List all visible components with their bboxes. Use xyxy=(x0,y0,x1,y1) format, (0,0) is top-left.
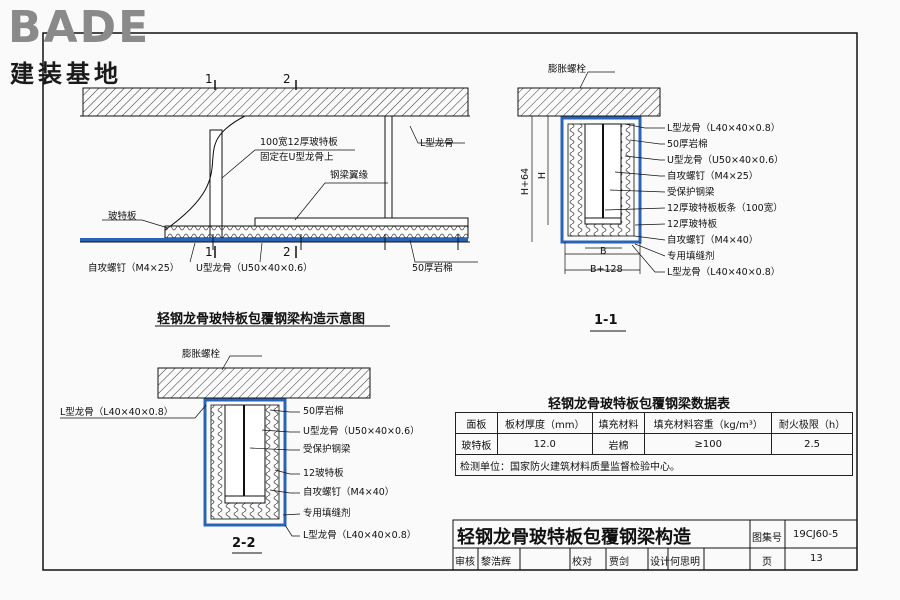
caption-section-1: 1-1 xyxy=(594,313,618,328)
table-header-row: 面板 板材厚度（mm） 填充材料 填充材料容重（kg/m³） 耐火极限（h） xyxy=(455,412,853,434)
section-1-1-drawing xyxy=(517,71,666,332)
table-cell: 12.0 xyxy=(496,433,593,455)
s1-label-0: L型龙骨（L40×40×0.8） xyxy=(667,123,781,134)
table-row: 玻特板 12.0 岩棉 ≥100 2.5 xyxy=(455,433,853,455)
caption-section-2: 2-2 xyxy=(232,536,256,551)
table-note: 检测单位：国家防火建筑材料质量监督检验中心。 xyxy=(455,454,853,476)
s1-label-1: 50厚岩棉 xyxy=(667,139,708,150)
s1-label-6: 12厚玻特板 xyxy=(667,219,718,230)
table-cell: 玻特板 xyxy=(455,433,498,455)
section-mark-1-top: 1 xyxy=(205,72,213,86)
s2-label-6: L型龙骨（L40×40×0.8） xyxy=(303,530,417,541)
label-board-fixed: 100宽12厚玻特板 xyxy=(260,137,338,148)
header-cell: 填充材料 xyxy=(591,412,646,434)
label-screw: 自攻螺钉（M4×25） xyxy=(88,263,180,274)
s1-label-4: 受保护钢梁 xyxy=(667,187,715,198)
beam-flange xyxy=(254,217,469,227)
label-fixed-on-u: 固定在U型龙骨上 xyxy=(260,152,334,163)
concrete-slab-top xyxy=(82,87,469,117)
header-cell: 板材厚度（mm） xyxy=(496,412,593,434)
s2-label-1: U型龙骨（U50×40×0.6） xyxy=(303,426,420,437)
atlas-number: 19CJ60-5 xyxy=(793,529,839,540)
concrete-slab-2 xyxy=(157,367,371,399)
page-label: 页 xyxy=(762,557,772,568)
table-note-row: 检测单位：国家防火建筑材料质量监督检验中心。 xyxy=(455,454,853,476)
checker-name: 贾剑 xyxy=(609,557,629,568)
concrete-slab-1 xyxy=(517,87,661,117)
page-number: 13 xyxy=(810,553,823,564)
s1-label-7: 自攻螺钉（M4×40） xyxy=(667,235,759,246)
logo-brand: BADE xyxy=(8,2,151,53)
header-cell: 填充材料容重（kg/m³） xyxy=(644,412,773,434)
label-anchor-1: 膨胀螺栓 xyxy=(548,64,587,75)
s2-label-0: 50厚岩棉 xyxy=(303,406,344,417)
label-board: 玻特板 xyxy=(108,211,137,222)
dim-b: B xyxy=(600,246,607,257)
header-cell: 耐火极限（h） xyxy=(771,412,853,434)
caption-top-view: 轻钢龙骨玻特板包覆钢梁构造示意图 xyxy=(157,312,366,327)
label-anchor-2: 膨胀螺栓 xyxy=(182,349,221,360)
dim-h64: H+64 xyxy=(520,167,532,196)
atlas-label: 图集号 xyxy=(752,533,782,544)
design-label: 设计 xyxy=(650,557,670,568)
label-flange: 钢梁翼缘 xyxy=(330,170,369,181)
title-block-frame xyxy=(452,519,858,571)
review-label: 审核 xyxy=(455,557,475,568)
check-label: 校对 xyxy=(572,557,592,568)
s2-left-label: L型龙骨（L40×40×0.8） xyxy=(60,407,174,418)
s2-label-3: 12玻特板 xyxy=(303,468,344,479)
label-rockwool: 50厚岩棉 xyxy=(412,263,453,274)
logo-tagline: 建装基地 xyxy=(10,60,122,88)
s2-label-4: 自攻螺钉（M4×40） xyxy=(303,487,395,498)
designer-name: 何思明 xyxy=(670,557,700,568)
dim-h: H xyxy=(537,171,549,180)
section-mark-2-bottom: 2 xyxy=(283,245,291,259)
top-view-drawing xyxy=(80,80,478,327)
label-u-keel: U型龙骨（U50×40×0.6） xyxy=(196,263,313,274)
board-bottom xyxy=(80,238,468,242)
dim-b128: B+128 xyxy=(590,264,623,275)
table-cell: 2.5 xyxy=(771,433,853,455)
label-l-keel: L型龙骨 xyxy=(420,138,454,149)
section-2-2-drawing xyxy=(60,355,371,554)
s1-label-2: U型龙骨（U50×40×0.6） xyxy=(667,155,784,166)
drawing-frame xyxy=(42,32,858,571)
s1-label-5: 12厚玻特板板条（100宽） xyxy=(667,203,783,214)
table-cell: ≥100 xyxy=(644,433,773,455)
data-table-title: 轻钢龙骨玻特板包覆钢梁数据表 xyxy=(548,397,731,412)
s1-label-3: 自攻螺钉（M4×25） xyxy=(667,171,759,182)
data-table: 面板 板材厚度（mm） 填充材料 填充材料容重（kg/m³） 耐火极限（h） 玻… xyxy=(455,412,853,476)
s2-label-2: 受保护钢梁 xyxy=(303,444,351,455)
s1-label-9: L型龙骨（L40×40×0.8） xyxy=(667,267,781,278)
reviewer-name: 黎浩辉 xyxy=(481,557,511,568)
section-mark-1-bottom: 1 xyxy=(205,245,213,259)
logo: BADE 建装基地 xyxy=(8,2,178,88)
header-cell: 面板 xyxy=(455,412,498,434)
rockwool-band xyxy=(164,225,469,239)
section-mark-2-top: 2 xyxy=(283,72,291,86)
s2-label-5: 专用填缝剂 xyxy=(303,508,351,519)
main-title: 轻钢龙骨玻特板包覆钢梁构造 xyxy=(457,527,691,548)
s1-label-8: 专用填缝剂 xyxy=(667,251,715,262)
table-cell: 岩棉 xyxy=(591,433,646,455)
